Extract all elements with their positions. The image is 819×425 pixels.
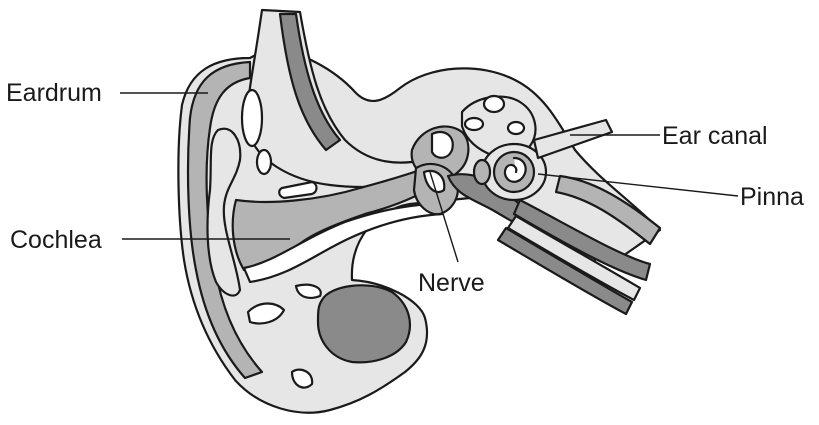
- label-pinna: Pinna: [740, 183, 804, 211]
- label-ear-canal: Ear canal: [662, 122, 768, 150]
- lower-cavity: [318, 285, 410, 362]
- label-nerve: Nerve: [418, 269, 485, 297]
- label-eardrum: Eardrum: [6, 79, 102, 107]
- label-cochlea: Cochlea: [10, 226, 102, 254]
